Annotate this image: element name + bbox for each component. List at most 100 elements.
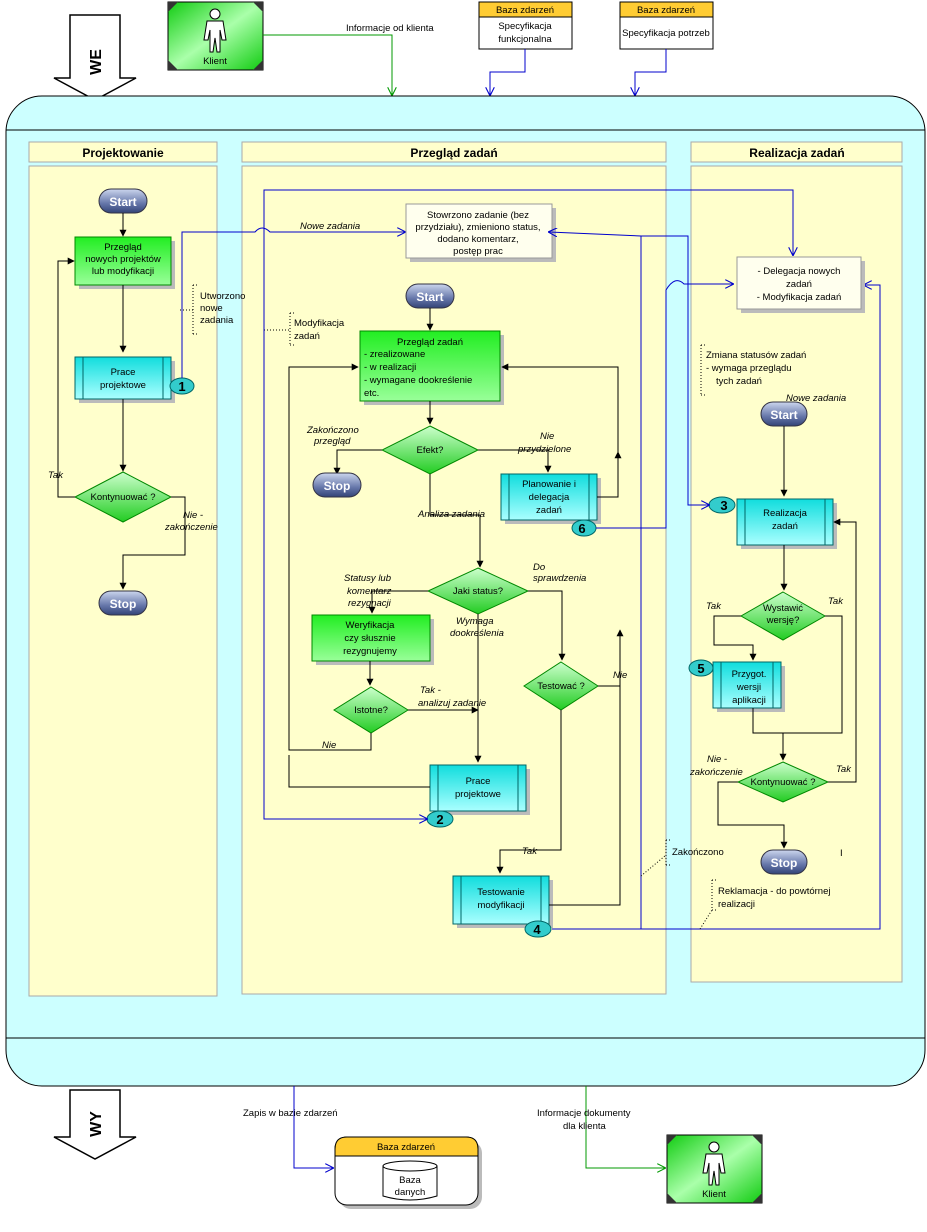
svg-text:przydziału), zmieniono status,: przydziału), zmieniono status, [415, 222, 540, 233]
database-icon [382, 1160, 438, 1201]
client-info-flow [263, 34, 392, 95]
connector-1[interactable]: 1 [169, 377, 195, 395]
svg-text:- Modyfikacja zadań: - Modyfikacja zadań [757, 292, 841, 303]
client-label: Klient [702, 1189, 726, 1200]
input-arrow: WE [53, 14, 137, 101]
lane1-review-task[interactable]: Przegląd nowych projektów lub modyfikacj… [74, 236, 175, 289]
release-decision[interactable]: Wystawić wersję? [739, 591, 827, 641]
svg-text:dodano komentarz,: dodano komentarz, [437, 234, 518, 245]
svg-text:Modyfikacja: Modyfikacja [294, 318, 345, 329]
svg-text:Nie: Nie [322, 740, 336, 751]
svg-text:funkcjonalna: funkcjonalna [498, 34, 552, 45]
lane-title: Projektowanie [82, 146, 164, 160]
svg-text:Start: Start [770, 408, 797, 422]
svg-text:- Delegacja nowych: - Delegacja nowych [758, 266, 841, 277]
save-flow [293, 1086, 333, 1168]
svg-text:Tak: Tak [48, 470, 64, 481]
svg-text:Efekt?: Efekt? [417, 445, 444, 456]
lane2-stop[interactable]: Stop [312, 472, 362, 498]
svg-text:postęp prac: postęp prac [453, 246, 503, 257]
svg-text:Nowe zadania: Nowe zadania [300, 221, 360, 232]
svg-text:5: 5 [697, 661, 704, 676]
svg-text:Tak: Tak [836, 764, 852, 775]
svg-text:Stop: Stop [110, 597, 137, 611]
svg-text:Wystawić: Wystawić [763, 603, 803, 614]
db-spec-functional[interactable]: Baza zdarzeń Specyfikacja funkcjonalna [478, 1, 573, 50]
svg-text:Stop: Stop [324, 479, 351, 493]
svg-text:danych: danych [395, 1187, 426, 1198]
svg-text:Tak: Tak [706, 601, 722, 612]
svg-text:Przegląd zadań: Przegląd zadań [397, 337, 463, 348]
lane1-stop[interactable]: Stop [98, 590, 148, 616]
svg-text:Prace: Prace [111, 367, 136, 378]
svg-text:Start: Start [416, 290, 443, 304]
svg-text:Start: Start [109, 195, 136, 209]
lane2-review-task[interactable]: Przegląd zadań - zrealizowane - w realiz… [359, 330, 504, 405]
svg-text:projektowe: projektowe [100, 380, 146, 391]
lane2-start[interactable]: Start [405, 283, 455, 309]
svg-text:Planowanie i: Planowanie i [522, 479, 576, 490]
lane3-start[interactable]: Start [760, 401, 808, 427]
svg-text:delegacja: delegacja [529, 492, 570, 503]
svg-text:Przegląd: Przegląd [104, 242, 142, 253]
connector-5[interactable]: 5 [688, 659, 714, 677]
svg-text:4: 4 [533, 922, 541, 937]
spec-needs-flow [635, 49, 667, 95]
svg-text:Tak -: Tak - [420, 685, 441, 696]
svg-text:lub modyfikacji: lub modyfikacji [92, 266, 154, 277]
svg-text:Reklamacja - do powtórnej: Reklamacja - do powtórnej [718, 886, 830, 897]
connector-2[interactable]: 2 [426, 810, 454, 828]
svg-text:I: I [840, 848, 843, 859]
db1-header: Baza zdarzeń [496, 5, 554, 16]
planning-subprocess[interactable]: Planowanie i delegacja zadań [500, 473, 601, 524]
svg-text:Jaki status?: Jaki status? [453, 586, 503, 597]
prepare-subprocess[interactable]: Przygot. wersji aplikacji [712, 661, 785, 712]
lane1-start[interactable]: Start [98, 188, 148, 214]
svg-text:zakończenie: zakończenie [689, 767, 743, 778]
lane3-deleg-note: - Delegacja nowych zadań - Modyfikacja z… [736, 256, 865, 313]
lane3-stop[interactable]: Stop [760, 849, 808, 875]
svg-text:- w realizacji: - w realizacji [364, 362, 416, 373]
svg-text:Nie: Nie [540, 431, 554, 442]
connector-4[interactable]: 4 [524, 920, 552, 938]
realize-subprocess[interactable]: Realizacja zadań [736, 498, 837, 549]
lane3-continue-decision[interactable]: Kontynuować ? [736, 761, 830, 803]
lane2-mod-note: Modyfikacja zadań [264, 312, 345, 346]
svg-text:Nowe zadania: Nowe zadania [786, 393, 846, 404]
svg-text:Realizacja: Realizacja [763, 508, 808, 519]
svg-text:etc.: etc. [364, 388, 379, 399]
db-spec-needs[interactable]: Baza zdarzeń Specyfikacja potrzeb [619, 1, 714, 50]
client-bottom[interactable]: Klient [666, 1134, 763, 1204]
lane1-continue-decision[interactable]: Kontynuować ? [73, 471, 173, 523]
svg-text:Do: Do [533, 562, 545, 573]
verify-task[interactable]: Weryfikacja czy słusznie rezygnujemy [311, 614, 434, 665]
lane1-work-subprocess[interactable]: Prace projektowe [74, 356, 175, 403]
db2-header: Baza zdarzeń [637, 5, 695, 16]
svg-text:przegląd: przegląd [313, 436, 351, 447]
output-arrow: WY [53, 1089, 137, 1160]
svg-text:czy słusznie: czy słusznie [344, 633, 395, 644]
db-bottom[interactable]: Baza zdarzeń Baza danych [334, 1136, 482, 1209]
svg-text:realizacji: realizacji [718, 899, 755, 910]
testing-subprocess[interactable]: Testowanie modyfikacji [452, 875, 553, 928]
svg-text:wersję?: wersję? [766, 615, 800, 626]
client-info-label: Informacje od klienta [346, 23, 434, 34]
svg-text:Statusy lub: Statusy lub [344, 573, 391, 584]
svg-text:zadań: zadań [536, 505, 562, 516]
svg-text:Wymaga: Wymaga [456, 616, 493, 627]
client-top[interactable]: Klient [167, 1, 264, 71]
svg-text:Zakończono: Zakończono [672, 847, 724, 858]
svg-text:Utworzono: Utworzono [200, 291, 245, 302]
svg-text:aplikacji: aplikacji [732, 695, 766, 706]
lane2-work-subprocess[interactable]: Prace projektowe [429, 764, 530, 815]
svg-text:komentarz: komentarz [347, 586, 392, 597]
person-icon [702, 1141, 726, 1186]
svg-text:Nie -: Nie - [707, 754, 727, 765]
svg-text:Nie -: Nie - [183, 510, 203, 521]
output-label: WY [88, 1111, 105, 1137]
svg-text:Tak: Tak [828, 596, 844, 607]
svg-text:nowych projektów: nowych projektów [85, 254, 161, 265]
connector-6[interactable]: 6 [571, 519, 597, 537]
connector-3[interactable]: 3 [708, 496, 736, 514]
